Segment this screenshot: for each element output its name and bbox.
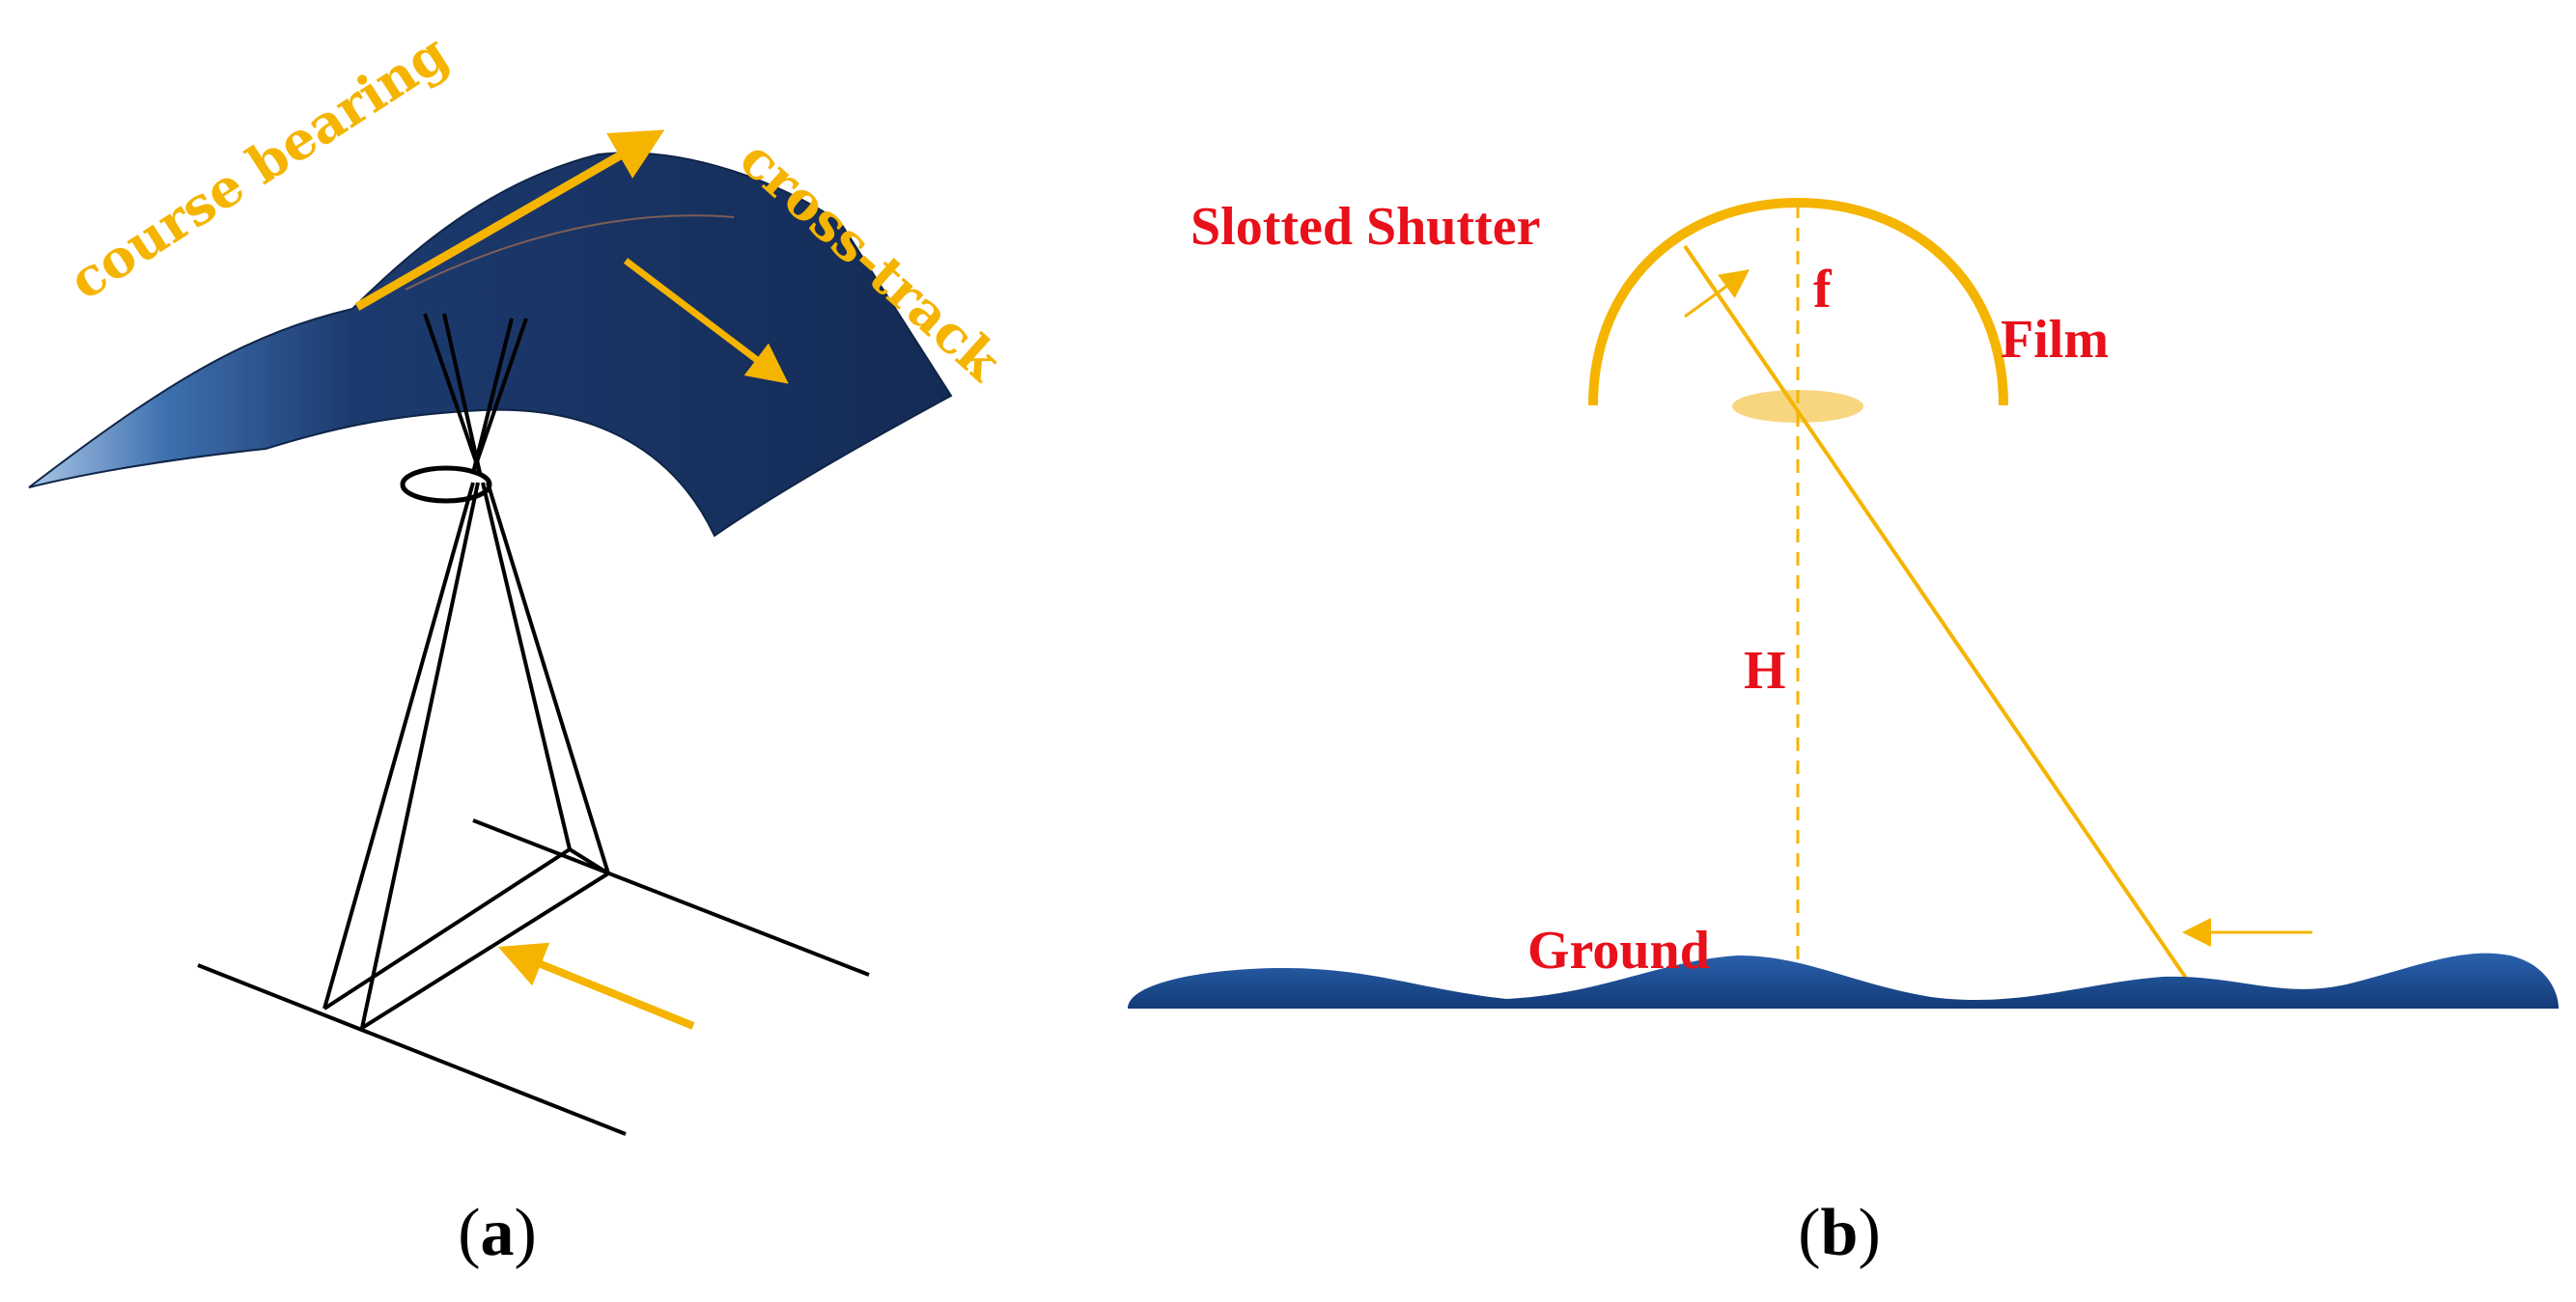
caption-b: (b) [1798,1196,1881,1270]
shutter-motion-arrow [1684,269,1750,319]
curved-film-surface [28,152,953,538]
ground-surface [1128,953,2559,1009]
course-bearing-arrow [354,129,665,311]
ground-motion-arrow [497,942,695,1030]
height-label: H [1744,641,1786,701]
film-scan-line [405,214,735,291]
ground-frame [197,818,870,1136]
focal-length-label: f [1813,260,1833,319]
lens-ellipse-b [1732,390,1863,423]
slotted-shutter-label: Slotted Shutter [1190,197,1540,257]
caption-a: (a) [458,1196,537,1270]
film-label: Film [2001,310,2109,370]
lower-ray-bundle [322,482,610,1029]
film-arc [1588,197,2008,406]
panel-b: Slotted Shutter Film f H Ground (b) [1128,197,2559,1270]
ground-label: Ground [1527,921,1710,981]
cross-track-arrow [623,258,789,384]
oblique-ray [1683,244,2196,991]
upper-ray-bundle [423,313,528,474]
panel-a: course bearing cross-track (a) [28,21,1014,1270]
